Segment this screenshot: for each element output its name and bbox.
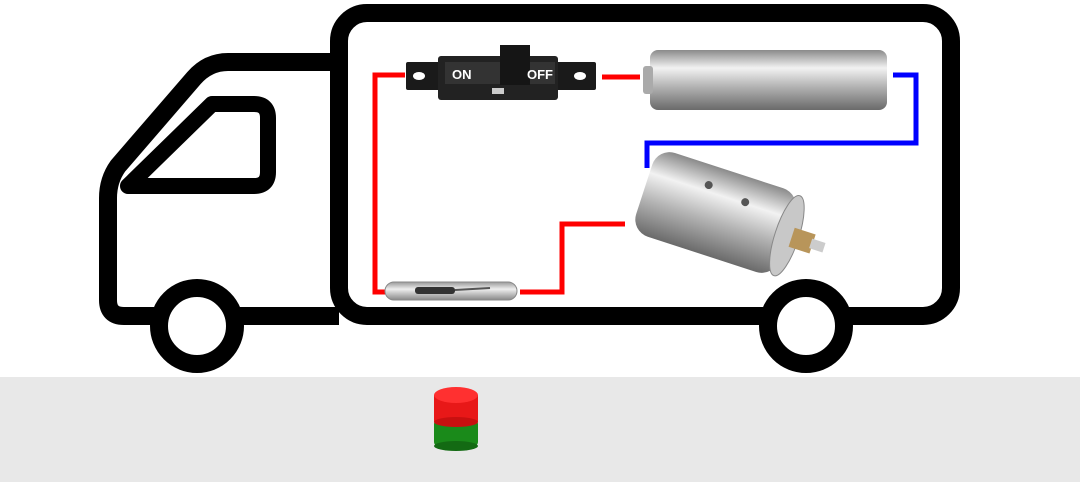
magnet[interactable] — [434, 387, 478, 451]
dc-motor — [635, 152, 826, 277]
red-wire-reed-to-motor — [520, 221, 625, 295]
ground — [0, 377, 1080, 482]
truck-window — [120, 96, 276, 194]
blue-wire-battery-to-motor — [644, 72, 919, 168]
truck-wheels — [150, 279, 853, 373]
front-wheel — [150, 279, 244, 373]
switch-off-label: OFF — [527, 67, 553, 82]
switch-on-label: ON — [452, 67, 472, 82]
battery — [643, 50, 887, 110]
reed-switch — [384, 281, 518, 301]
slide-switch[interactable]: ON OFF — [406, 45, 596, 100]
red-wire-switch-to-reed — [372, 72, 405, 295]
truck-outline — [99, 4, 960, 325]
truck-cargo-box — [330, 4, 960, 325]
truck-cab — [99, 53, 339, 325]
rear-wheel — [759, 279, 853, 373]
wires — [372, 72, 919, 295]
